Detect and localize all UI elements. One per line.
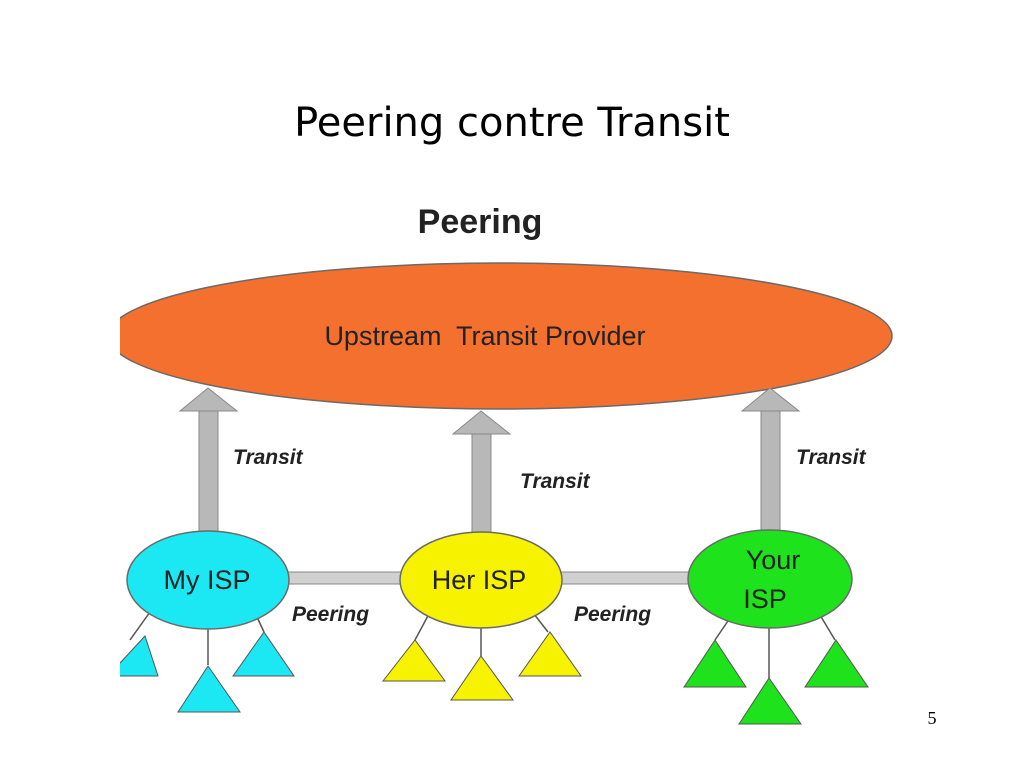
page-number: 5 xyxy=(927,708,937,728)
customer-triangle xyxy=(120,635,159,677)
my-isp-customers xyxy=(120,631,295,713)
your-isp-node xyxy=(687,529,853,629)
diagram-heading: Peering xyxy=(418,203,543,241)
peering-label-left: Peering xyxy=(292,603,369,626)
customer-triangle xyxy=(738,677,802,725)
transit-label-right: Transit xyxy=(796,446,867,469)
your-isp-label-line-1: Your xyxy=(746,545,801,575)
peering-link-left xyxy=(285,571,405,585)
peering-link-right xyxy=(559,571,695,585)
transit-label-middle: Transit xyxy=(520,470,591,493)
customer-triangle xyxy=(683,639,747,688)
your-isp-label-line-2: ISP xyxy=(743,584,787,614)
customer-triangle xyxy=(450,655,514,701)
customer-triangle xyxy=(177,665,241,713)
customer-triangle xyxy=(232,631,295,677)
her-isp-node xyxy=(399,531,563,629)
customer-triangle xyxy=(381,639,446,682)
upstream-provider-label: Upstream Transit Provider xyxy=(324,321,645,351)
transit-label-left: Transit xyxy=(233,446,304,469)
transit-arrow-left xyxy=(178,387,239,535)
my-isp-node xyxy=(126,530,290,630)
upstream-provider-ellipse xyxy=(120,262,893,410)
transit-arrow-right xyxy=(740,387,801,535)
customer-triangle xyxy=(518,631,582,677)
your-isp-customers xyxy=(683,639,869,725)
customer-triangle xyxy=(804,639,869,688)
her-isp-label: Her ISP xyxy=(432,565,527,595)
peering-label-right: Peering xyxy=(574,603,651,626)
her-isp-customers xyxy=(381,631,582,701)
transit-arrow-middle xyxy=(451,410,512,535)
my-isp-label: My ISP xyxy=(163,565,250,595)
slide-title: Peering contre Transit xyxy=(294,100,730,146)
